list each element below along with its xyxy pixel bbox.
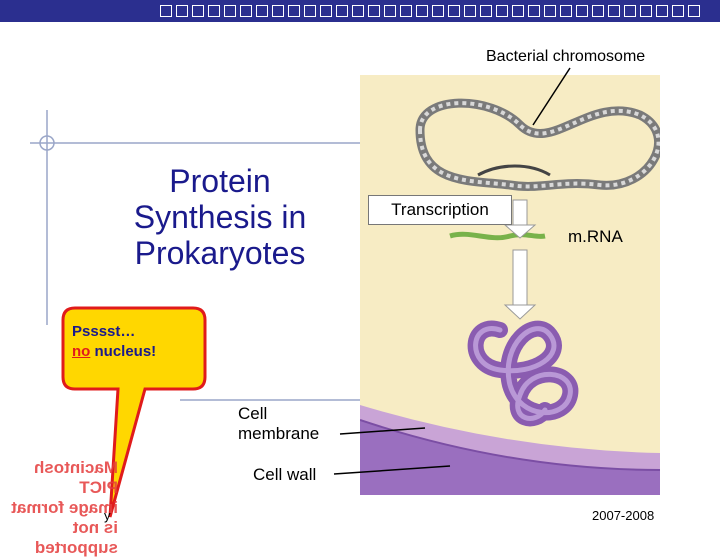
- header-square: [432, 5, 444, 17]
- callout-text: Psssst… no nucleus!: [72, 322, 202, 362]
- slide-decoration: [30, 110, 370, 401]
- header-square: [608, 5, 620, 17]
- header-square: [400, 5, 412, 17]
- header-square: [512, 5, 524, 17]
- placeholder-line: image format: [11, 498, 118, 517]
- bacterial-chromosome-drawing: [415, 98, 660, 191]
- callout-rest: nucleus!: [94, 343, 157, 360]
- header-square: [208, 5, 220, 17]
- label-mrna: m.RNA: [568, 227, 623, 246]
- callout-bubble: [61, 306, 207, 518]
- mrna-strand: [449, 231, 546, 241]
- header-square: [592, 5, 604, 17]
- label-transcription: Transcription: [368, 195, 512, 225]
- header-square: [656, 5, 668, 17]
- title-line: Synthesis in: [133, 199, 307, 235]
- slide-title: Protein Synthesis in Prokaryotes: [100, 163, 340, 271]
- title-line: Prokaryotes: [134, 235, 306, 271]
- header-square: [640, 5, 652, 17]
- arrow: [503, 199, 537, 239]
- label-line: Cell: [238, 404, 268, 423]
- callout-line: Psssst…: [72, 323, 136, 340]
- callout-line: no nucleus!: [72, 342, 202, 362]
- header-square: [576, 5, 588, 17]
- header-square: [224, 5, 236, 17]
- missing-image-placeholder: Macintosh PICT image format is not suppo…: [0, 458, 118, 558]
- header-square: [240, 5, 252, 17]
- footer-left: y: [104, 508, 111, 523]
- cell-diagram: [360, 75, 660, 495]
- label-cell-wall: Cell wall: [253, 465, 317, 484]
- header-square: [352, 5, 364, 17]
- header-square: [160, 5, 172, 17]
- title-line: Protein: [169, 163, 271, 199]
- header-square: [560, 5, 572, 17]
- callout-emphasis: no: [72, 343, 91, 360]
- header-square: [176, 5, 188, 17]
- header-square: [288, 5, 300, 17]
- top-header-bar: [0, 0, 720, 22]
- header-square: [416, 5, 428, 17]
- label-cell-membrane: Cell membrane: [238, 404, 319, 444]
- header-square: [496, 5, 508, 17]
- header-square: [256, 5, 268, 17]
- protein-drawing: [467, 320, 579, 427]
- header-square: [528, 5, 540, 17]
- header-square: [384, 5, 396, 17]
- header-square: [192, 5, 204, 17]
- header-square: [336, 5, 348, 17]
- label-bacterial-chromosome: Bacterial chromosome: [486, 48, 646, 65]
- header-square: [464, 5, 476, 17]
- header-square: [272, 5, 284, 17]
- pointer-lines: [333, 67, 571, 475]
- header-square: [544, 5, 556, 17]
- placeholder-line: Macintosh PICT: [33, 458, 118, 497]
- header-square: [448, 5, 460, 17]
- header-square: [688, 5, 700, 17]
- header-square: [480, 5, 492, 17]
- placeholder-line: is not supported: [34, 518, 118, 557]
- footer-year: 2007-2008: [592, 508, 655, 523]
- arrow: [503, 249, 537, 320]
- header-square: [672, 5, 684, 17]
- header-square: [304, 5, 316, 17]
- header-square: [320, 5, 332, 17]
- header-square: [368, 5, 380, 17]
- label-line: membrane: [238, 424, 320, 443]
- header-square: [624, 5, 636, 17]
